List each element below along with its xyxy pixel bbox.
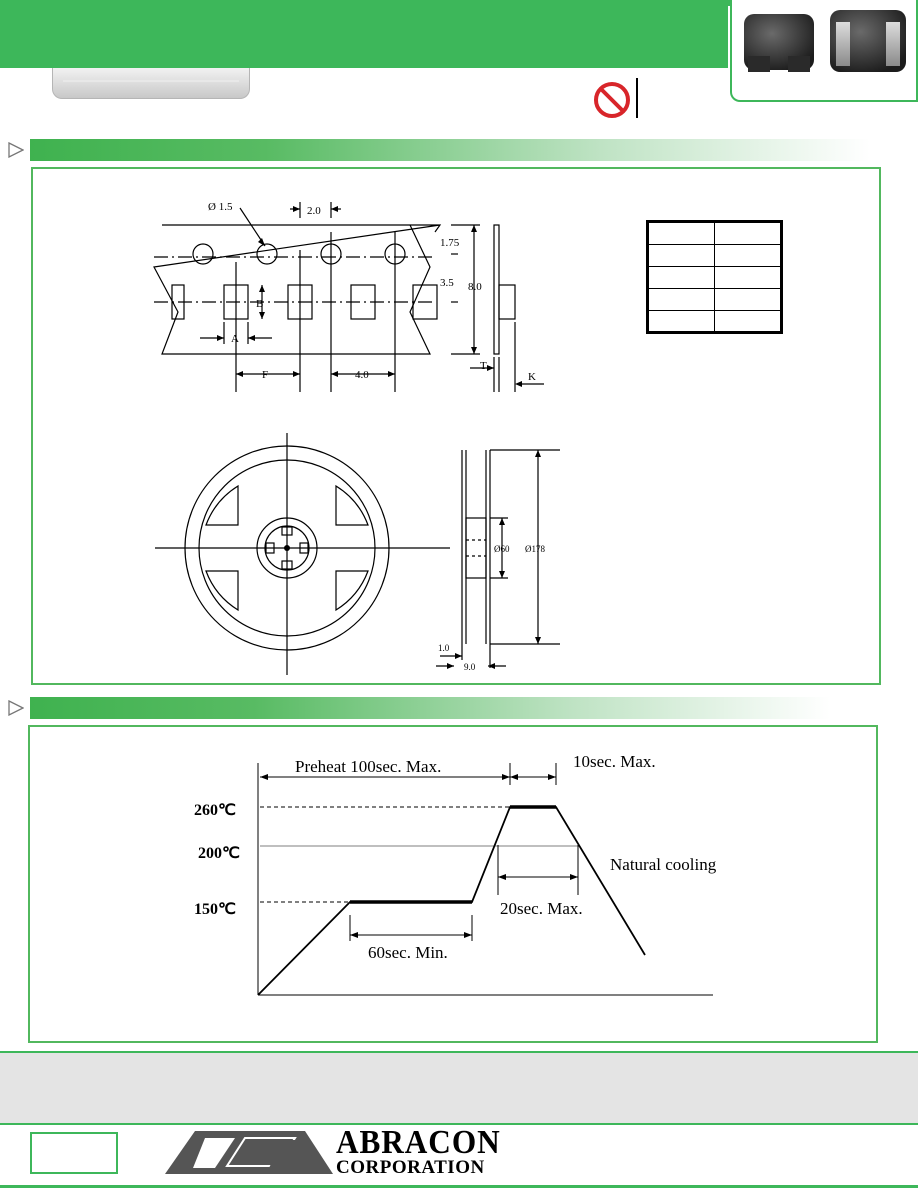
tape-label-pitch: 4.0 (355, 369, 369, 381)
no-symbol-icon (594, 82, 630, 118)
section-bar-packaging (30, 139, 870, 161)
label-above200: 20sec. Max. (500, 899, 583, 918)
reel-label-reel: Ø178 (525, 544, 545, 554)
table-row (649, 311, 780, 333)
reflow-box (28, 725, 878, 1043)
page-number-box (30, 1132, 118, 1174)
table-row (649, 245, 780, 267)
reflow-profile-chart: Preheat 100sec. Max. 10sec. Max. 260℃ 20… (194, 752, 717, 996)
footer-line (0, 1051, 918, 1053)
tape-label-175: 1.75 (440, 237, 460, 249)
reel-label-hub: Ø60 (494, 544, 510, 554)
divider (636, 78, 638, 118)
tape-label-k: K (528, 371, 536, 383)
brand-name: ABRACON (336, 1124, 501, 1161)
reel-label-flange: 1.0 (438, 643, 450, 653)
tape-label-t: T (480, 360, 487, 372)
inductor-photo (744, 10, 906, 72)
brand-subtitle: CORPORATION (336, 1157, 485, 1178)
label-200: 200℃ (198, 845, 240, 862)
section-arrow-icon (8, 142, 24, 158)
tape-label-a: A (231, 333, 239, 345)
header-tab[interactable] (52, 68, 250, 99)
label-peak-time: 10sec. Max. (573, 752, 656, 771)
section-bar-reflow (30, 697, 830, 719)
tape-label-b: B (256, 298, 263, 310)
footer-bottom-line (0, 1185, 918, 1188)
dimension-table (646, 220, 783, 334)
tape-label-f: F (262, 369, 268, 381)
label-150: 150℃ (194, 901, 236, 918)
reel-drawing: Ø60 Ø178 1.0 9.0 (155, 433, 560, 675)
tape-label-width: 8.0 (468, 281, 482, 293)
label-preheat: Preheat 100sec. Max. (295, 757, 441, 776)
table-row (649, 289, 780, 311)
reel-label-width: 9.0 (464, 662, 476, 672)
label-soak: 60sec. Min. (368, 943, 448, 962)
abracon-logo-icon (165, 1131, 333, 1174)
tape-label-35: 3.5 (440, 277, 454, 289)
table-row (649, 267, 780, 289)
packaging-box (31, 167, 881, 685)
product-photo-box (730, 0, 918, 102)
label-260: 260℃ (194, 802, 236, 819)
section-arrow-icon (8, 700, 24, 716)
tape-label-hole-dia: Ø 1.5 (208, 201, 233, 213)
tape-label-hole-pitch: 2.0 (307, 205, 321, 217)
tape-drawing: Ø 1.5 2.0 1.75 3.5 8.0 B A F 4.0 T K (153, 201, 544, 392)
table-row (649, 223, 780, 245)
footer-line (0, 1123, 918, 1125)
header-bar (0, 0, 728, 68)
footer-band (0, 1053, 918, 1123)
label-cooling: Natural cooling (610, 855, 717, 874)
